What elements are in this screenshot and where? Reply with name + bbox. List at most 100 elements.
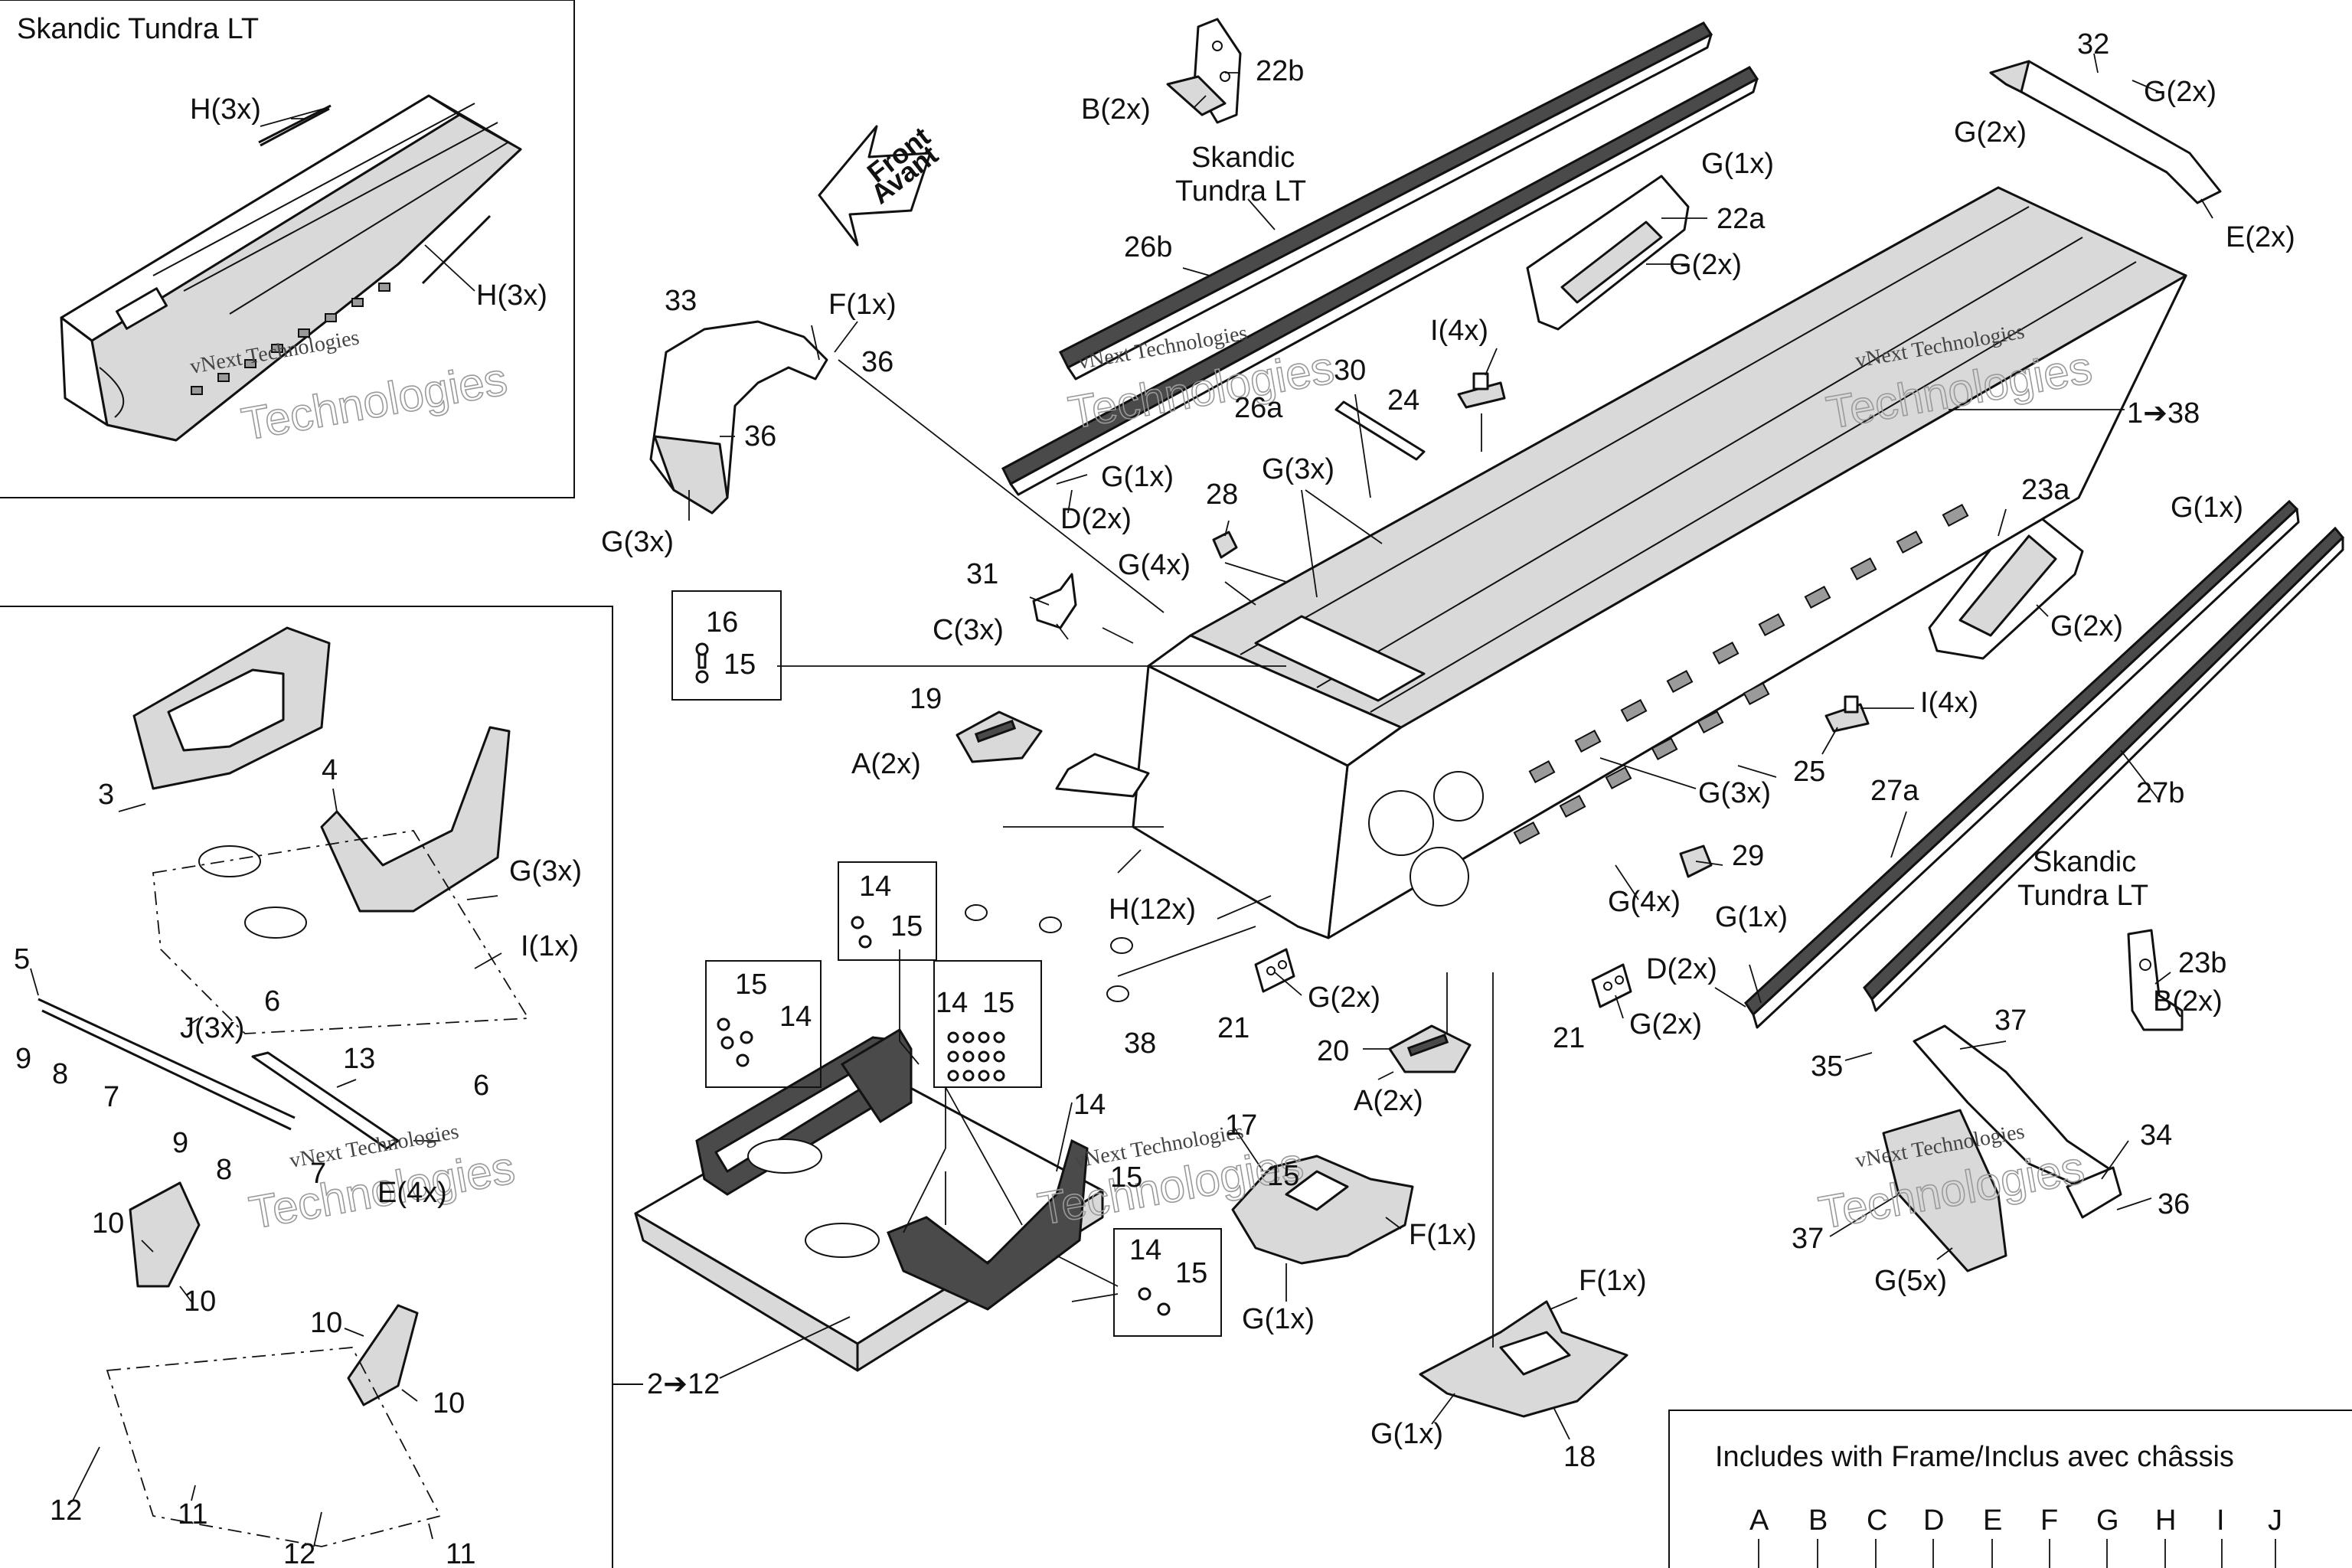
table-letter-g: G: [2096, 1504, 2119, 1537]
callout-26b: 26b: [1124, 231, 1172, 263]
callout-1-38: 1➔38: [2127, 397, 2200, 430]
table-letter-e: E: [1983, 1504, 2002, 1537]
callout-14-d: 14: [1073, 1089, 1106, 1121]
callout-31: 31: [966, 558, 998, 590]
callout-g2x-e: G(2x): [1308, 982, 1380, 1014]
washers-38: [965, 904, 1133, 1002]
callout-28: 28: [1206, 479, 1238, 511]
part-22a: [1526, 175, 1690, 331]
hardware-box-15-14: [705, 960, 822, 1088]
callout-f1x-a: F(1x): [828, 289, 897, 321]
callout-e2x-a: E(2x): [2226, 221, 2295, 253]
callout-a2x-a: A(2x): [851, 748, 921, 780]
callout-18: 18: [1563, 1441, 1596, 1473]
callout-g3x-c: G(3x): [1698, 777, 1771, 809]
callout-e4x: E(4x): [377, 1177, 447, 1209]
callout-36-b: 36: [744, 420, 776, 452]
callout-3: 3: [98, 779, 114, 811]
table-letter-i: I: [2216, 1504, 2225, 1537]
callout-22a: 22a: [1717, 203, 1766, 235]
callout-g2x-a: G(2x): [2144, 76, 2216, 108]
callout-9-a: 9: [15, 1043, 31, 1075]
callout-f1x-c: F(1x): [1579, 1265, 1647, 1297]
callout-d2x-a: D(2x): [1060, 503, 1132, 535]
callout-24: 24: [1387, 384, 1419, 416]
callout-27b: 27b: [2136, 777, 2184, 809]
callout-15-c: 15: [735, 969, 767, 1001]
callout-g1x-a: G(1x): [1701, 148, 1774, 180]
callout-36-a: 36: [861, 346, 893, 378]
callout-15-f: 15: [1267, 1160, 1299, 1192]
callout-13: 13: [343, 1043, 375, 1075]
callout-23a: 23a: [2021, 474, 2070, 506]
front-frame: [634, 1027, 1104, 1372]
includes-table: Includes with Frame/Inclus avec châssis …: [1715, 1441, 2282, 1568]
callout-16: 16: [706, 606, 738, 639]
callout-22b: 22b: [1256, 55, 1304, 87]
part-21a: [1254, 948, 1295, 993]
callout-37-b: 37: [1792, 1223, 1824, 1255]
callout-25: 25: [1793, 756, 1825, 788]
callout-4: 4: [322, 754, 338, 786]
part-23b: [2127, 929, 2184, 1031]
callout-32: 32: [2077, 28, 2109, 60]
callout-20: 20: [1317, 1035, 1349, 1067]
callout-15-a: 15: [724, 648, 756, 681]
callout-8-b: 8: [216, 1154, 232, 1186]
part-23a: [1928, 504, 2084, 660]
callout-i1x: I(1x): [521, 930, 579, 962]
callout-6-b: 6: [473, 1070, 489, 1102]
callout-15-d: 15: [982, 987, 1014, 1019]
part-31: [1032, 573, 1077, 629]
callout-tundra-top: Tundra LT: [1175, 175, 1306, 207]
inset-left-parts: [38, 626, 530, 1547]
callout-9-b: 9: [172, 1127, 188, 1159]
inset-tundra-tunnel: [60, 94, 522, 442]
table-letter-h: H: [2155, 1504, 2176, 1537]
callout-7-a: 7: [103, 1081, 119, 1113]
callout-g1x-d: G(1x): [1715, 901, 1788, 933]
callout-5: 5: [14, 943, 30, 975]
callout-d2x-b: D(2x): [1646, 953, 1717, 985]
tunnel-slots: [1513, 504, 1969, 844]
callout-g2x-f: G(2x): [1629, 1008, 1702, 1040]
callout-15-g: 15: [1175, 1257, 1207, 1289]
main-tunnel: [1055, 186, 2187, 939]
callout-i4x-b: I(4x): [1920, 687, 1978, 719]
callout-14-b: 14: [779, 1001, 812, 1033]
callout-37-a: 37: [1994, 1004, 2027, 1037]
table-letter-d: D: [1923, 1504, 1944, 1537]
callout-36-c: 36: [2158, 1188, 2190, 1220]
inset-tunnel-slots: [191, 283, 390, 395]
rails-27: [1744, 499, 2345, 1029]
includes-table-header: Includes with Frame/Inclus avec châssis: [1715, 1441, 2234, 1473]
part-17: [1231, 1155, 1414, 1265]
watermark-1b: Technologies: [238, 353, 511, 450]
callout-g2x-b: G(2x): [1954, 116, 2027, 149]
callout-11-b: 11: [446, 1538, 475, 1568]
callout-c3x: C(3x): [933, 614, 1004, 646]
table-letter-a: A: [1749, 1504, 1769, 1537]
callout-g3x-d: G(3x): [509, 855, 582, 887]
callout-11-a: 11: [178, 1498, 207, 1530]
part-22b: [1166, 18, 1242, 124]
callout-g4x-a: G(4x): [1118, 549, 1191, 581]
callout-j3x: J(3x): [180, 1012, 244, 1044]
part-34: [1882, 1024, 2122, 1272]
callout-33: 33: [665, 285, 697, 317]
part-20: [1388, 1024, 1472, 1073]
callout-h3x-top: H(3x): [190, 93, 261, 126]
callout-tundra-bottom: Tundra LT: [2017, 880, 2148, 912]
callout-g1x-f: G(1x): [1370, 1418, 1443, 1450]
part-18: [1419, 1300, 1628, 1418]
callout-10-c: 10: [310, 1307, 342, 1339]
front-arrow: Front Avant: [818, 120, 944, 247]
table-letter-j: J: [2268, 1504, 2282, 1537]
part-21b: [1591, 963, 1632, 1008]
callout-g3x-a: G(3x): [601, 526, 674, 558]
callout-2-12: 2➔12: [647, 1368, 720, 1400]
part-28: [1212, 531, 1238, 559]
callout-b2x-b: B(2x): [2153, 985, 2223, 1018]
callout-skandic-top: Skandic: [1191, 142, 1295, 174]
